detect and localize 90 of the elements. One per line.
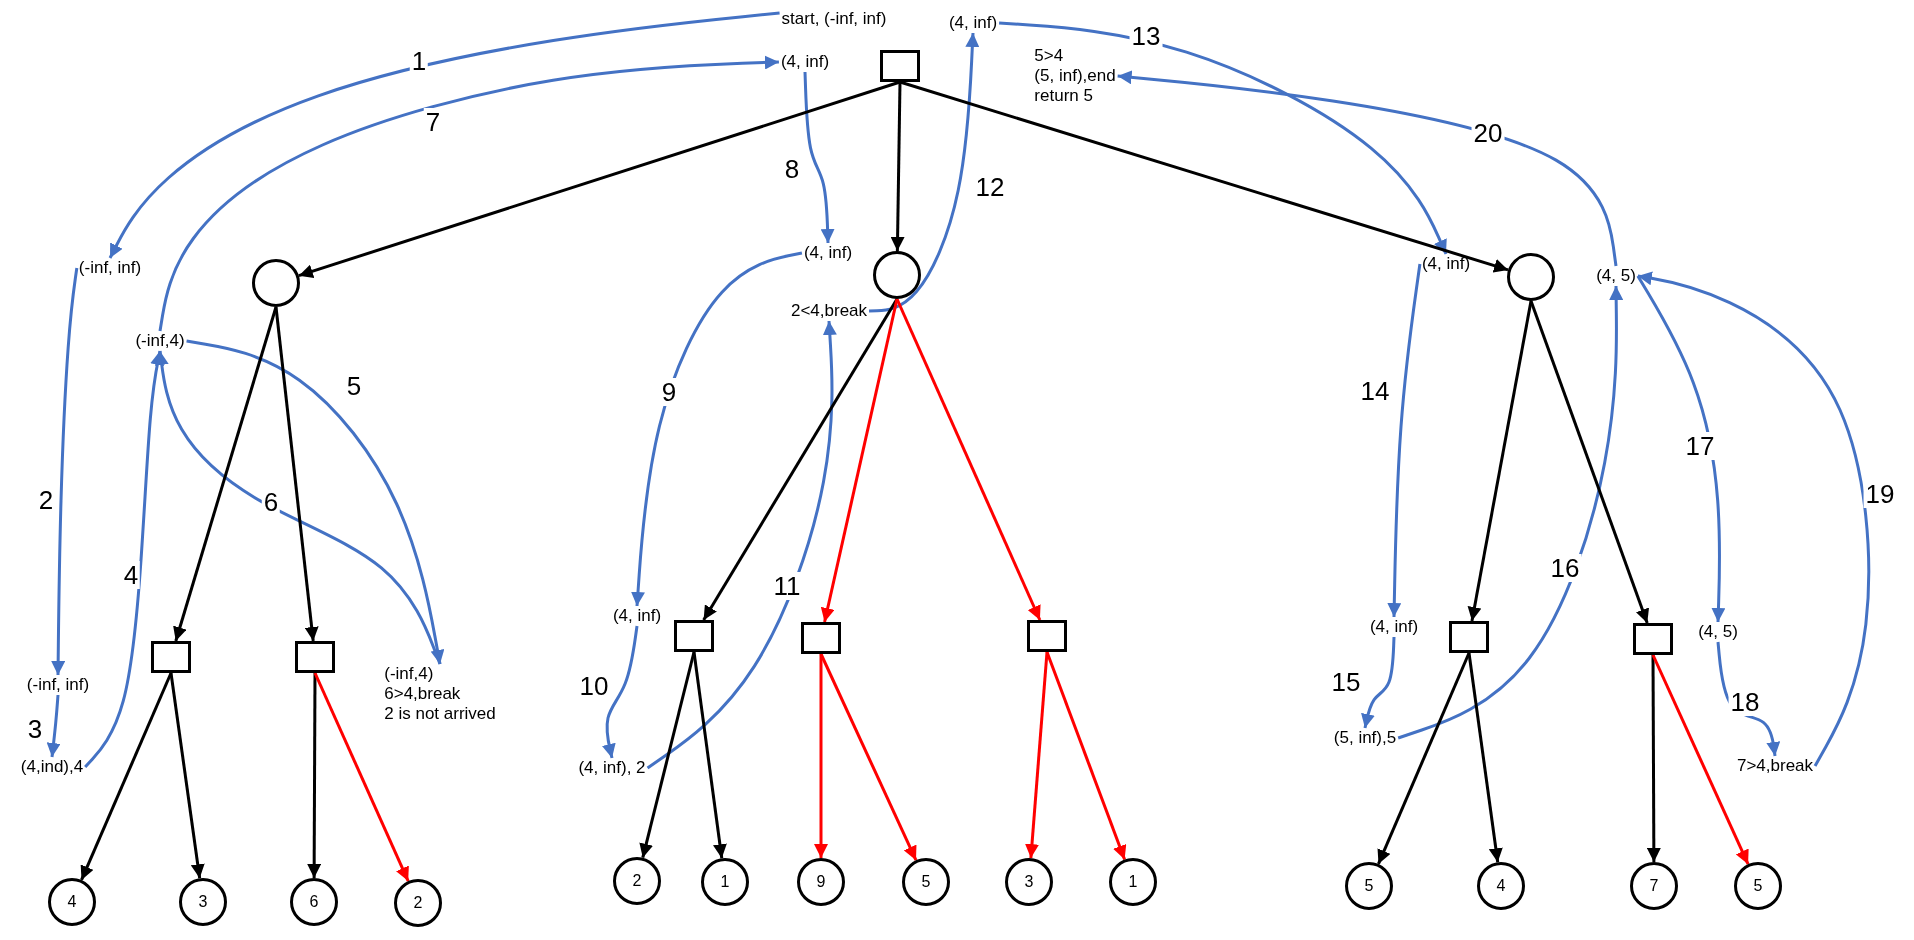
annotation-text: (4, inf), 2 [576, 758, 648, 778]
arrow [899, 80, 1509, 273]
annotation-text: (4, inf) [946, 13, 1000, 33]
value-circle: 7 [1630, 862, 1678, 910]
annotation-text: 2<4,break [788, 301, 870, 321]
value-circle: 5 [902, 858, 950, 906]
annotation-text: (-inf,4) [384, 664, 435, 684]
annotation-text: (4, inf) [778, 52, 832, 72]
square-node [1449, 621, 1489, 653]
annotation-text: (-inf, inf) [76, 258, 144, 278]
annotation-text: (4,ind),4 [18, 757, 86, 777]
value-circle: 3 [179, 878, 227, 926]
arrow [1716, 641, 1781, 757]
edge-label: 4 [121, 561, 141, 589]
arrow [819, 653, 918, 861]
arrow [307, 673, 322, 878]
arrow [814, 654, 828, 858]
arrow [692, 651, 727, 859]
annotation-text: (-inf,4) [133, 331, 187, 351]
arrow [158, 55, 779, 332]
value-circle: 4 [48, 878, 96, 926]
annotation-text: (4, inf) [1367, 617, 1421, 637]
arrow [803, 71, 835, 244]
square-node [674, 620, 714, 652]
arrow [51, 267, 79, 675]
annotation-text: (4, 5) [1696, 622, 1740, 642]
arrow [173, 306, 278, 642]
annotation-text: (4, 5) [1594, 266, 1638, 286]
arrow [639, 651, 696, 859]
arrow [1636, 275, 1726, 623]
arrow [646, 320, 837, 770]
value-circle: 5 [1734, 862, 1782, 910]
arrow [1467, 300, 1533, 622]
arrow [1361, 636, 1396, 729]
arrow [46, 694, 61, 758]
arrow [1377, 652, 1471, 865]
arrow [1529, 300, 1650, 624]
value-circle: 2 [613, 857, 661, 905]
annotation-text: (5, inf),5 [1331, 728, 1399, 748]
square-node [1027, 620, 1067, 652]
square-node [1633, 623, 1673, 655]
arrow [80, 672, 173, 881]
annotation-text: 2 is not arrived [384, 704, 496, 724]
annotation-text: start, (-inf, inf) [779, 9, 889, 29]
annotation-text: 7>4,break [1734, 756, 1816, 776]
square-node [151, 641, 191, 673]
annotation-text: (-inf, inf) [24, 675, 92, 695]
arrow [890, 81, 905, 252]
arrow [1117, 70, 1618, 267]
value-circle: 4 [1477, 862, 1525, 910]
value-circle: 1 [1109, 858, 1157, 906]
arrow [1646, 655, 1661, 862]
arrow [313, 672, 410, 882]
annotation-text: (4, inf) [801, 243, 855, 263]
value-circle: 9 [797, 858, 845, 906]
value-circle: 2 [394, 879, 442, 927]
annotation-text: (4, inf) [610, 606, 664, 626]
arrow [1637, 271, 1871, 767]
annotation-text: 6>4,break [384, 684, 462, 704]
square-node [801, 622, 841, 654]
arrow [274, 306, 319, 642]
circle-node [252, 259, 300, 307]
arrow [108, 11, 780, 259]
arrow [1467, 652, 1503, 863]
arrow [820, 298, 899, 623]
annotation-text: (4, inf) [1419, 254, 1473, 274]
arrow [169, 672, 205, 879]
arrow [1397, 286, 1624, 740]
arrow [1651, 654, 1750, 865]
arrow [298, 80, 901, 278]
annotation-text: return 5 [1034, 86, 1094, 106]
annotation-text: (5, inf),end [1034, 66, 1116, 86]
value-circle: 1 [701, 858, 749, 906]
value-circle: 5 [1345, 862, 1393, 910]
annotation-text: 5>4 [1034, 46, 1065, 66]
circle-node [873, 251, 921, 299]
square-node [295, 641, 335, 673]
arrow [895, 298, 1042, 621]
circle-node [1507, 253, 1555, 301]
arrow [1045, 651, 1127, 861]
value-circle: 3 [1005, 858, 1053, 906]
arrow [869, 32, 980, 313]
arrow [631, 251, 803, 607]
square-node [880, 50, 920, 82]
arrow [999, 21, 1448, 255]
arrow [1025, 651, 1049, 859]
arrow [1387, 263, 1422, 618]
arrow [84, 350, 165, 768]
arrow [602, 625, 639, 759]
value-circle: 6 [290, 878, 338, 926]
